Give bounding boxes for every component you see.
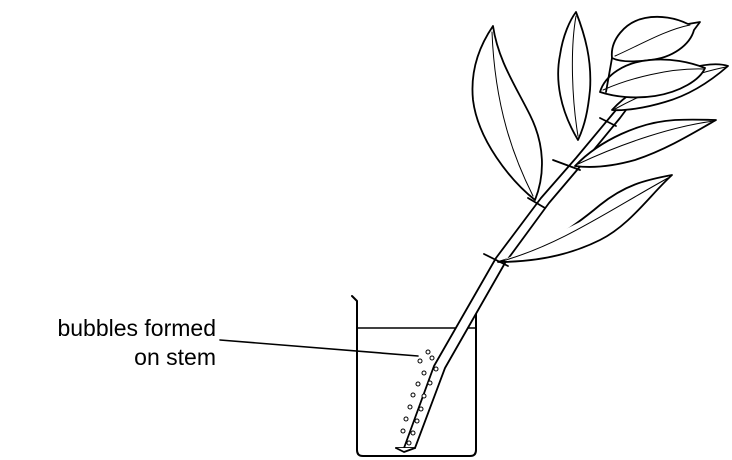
annotation-label: bubbles formed on stem <box>6 314 216 372</box>
annotation-line-2: on stem <box>6 343 216 372</box>
annotation-line-1: bubbles formed <box>6 314 216 343</box>
label-pointer-line <box>220 340 418 356</box>
